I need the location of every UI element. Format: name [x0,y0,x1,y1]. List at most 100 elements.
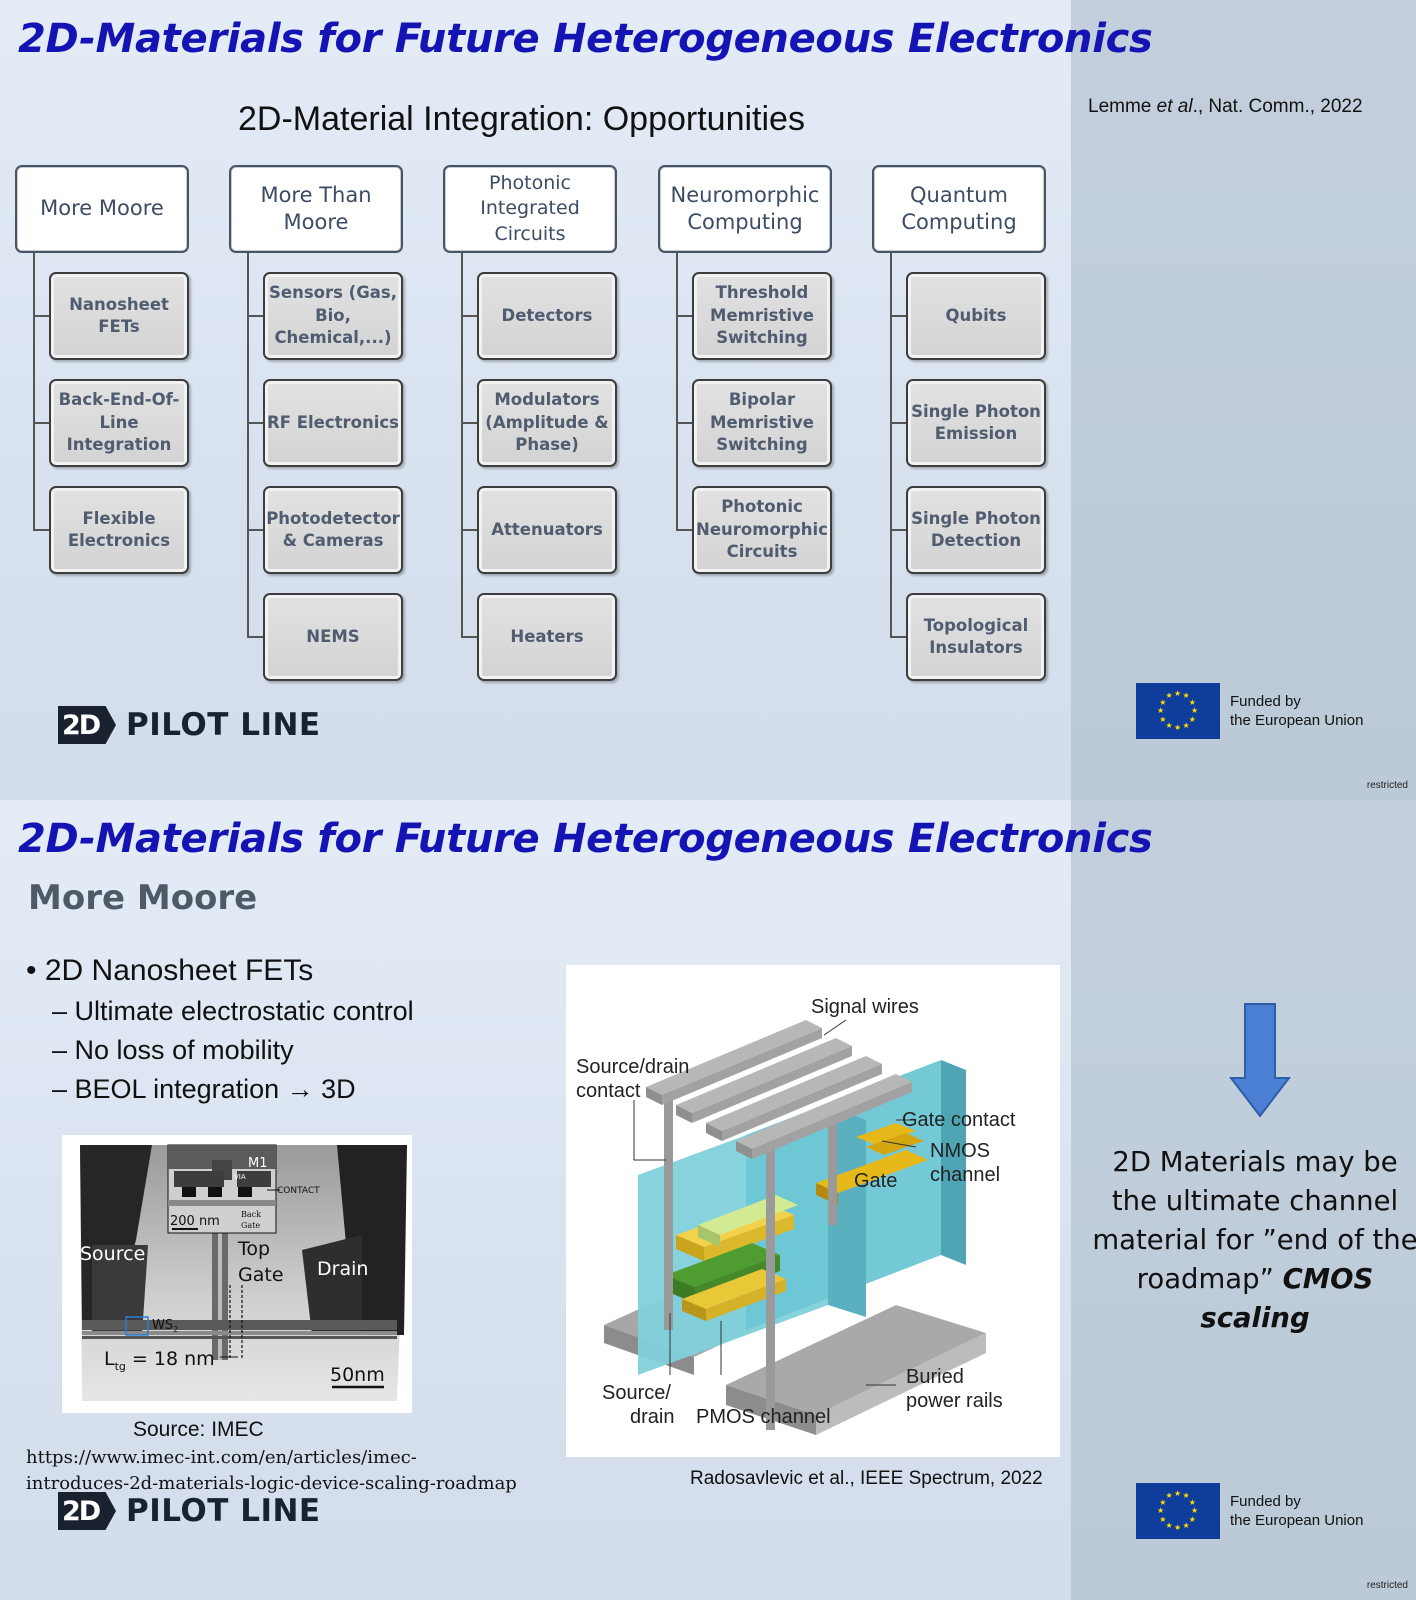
opportunity-item: Photonic Neuromorphic Circuits [692,486,832,574]
tem-inset-m1: M1 [248,1156,268,1171]
label-gate-contact: Gate contact [902,1109,1016,1131]
eu-star-icon: ★ [1191,706,1199,715]
logo-text: PILOT LINE [126,1493,321,1529]
tree-connector [247,253,249,638]
eu-star-icon: ★ [1159,697,1167,707]
imec-url-line1[interactable]: https://www.imec-int.com/en/articles/ime… [26,1447,417,1468]
tree-branch [890,422,908,424]
opportunity-item: NEMS [263,593,403,681]
tree-branch [461,529,479,531]
statement-emphasis: CMOS scaling [1200,1263,1374,1335]
column-heading: Neuromorphic Computing [658,165,832,253]
sub-bullet-text: No loss of mobility [74,1035,294,1065]
opportunity-item: Sensors (Gas, Bio, Chemical,...) [263,272,403,360]
eu-star-icon: ★ [1157,1506,1165,1515]
imec-url[interactable]: https://www.imec-int.com/en/articles/ime… [26,1445,517,1497]
eu-flag-icon: ★★★★★★★★★★★★ [1136,1483,1220,1539]
tem-inset-back: Back [241,1210,261,1219]
sub-bullet-text: Ultimate electrostatic control [74,996,414,1026]
tree-branch [890,315,908,317]
right-panel [1071,800,1416,1600]
opportunity-item: Threshold Memristive Switching [692,272,832,360]
statement-text: 2D Materials may be the ultimate channel… [1092,1146,1416,1296]
eu-star-icon: ★ [1182,691,1190,701]
tem-gate-label: Gate [238,1264,284,1286]
label-pmos: PMOS channel [696,1406,831,1428]
opportunity-item: Photodetector & Cameras [263,486,403,574]
bullet-main: • 2D Nanosheet FETs [26,954,314,987]
eu-line1: Funded by [1230,1492,1301,1510]
eu-star-icon: ★ [1174,1523,1182,1532]
label-nmos-2: channel [930,1164,1000,1186]
eu-star-icon: ★ [1188,697,1196,707]
eu-star-icon: ★ [1174,689,1182,698]
slide-title: 2D-Materials for Future Heterogeneous El… [18,816,1153,862]
slide-more-moore: 2D-Materials for Future Heterogeneous El… [0,800,1416,1600]
tem-inset-scale: 200 nm [170,1214,220,1229]
device-3d-figure: Signal wires Source/drain contact Gate c… [566,965,1060,1457]
tem-micrograph: M1 VIA CONTACT 200 nm Back Gate Source T… [62,1135,412,1413]
tree-branch [676,529,694,531]
eu-flag-icon: ★★★★★★★★★★★★ [1136,683,1220,739]
label-buried-1: Buried [906,1366,964,1388]
opportunity-item: Topological Insulators [906,593,1046,681]
bullet-list: • 2D Nanosheet FETs – Ultimate electrost… [26,954,414,1113]
tree-connector [676,253,678,531]
label-nmos-1: NMOS [930,1140,990,1162]
opportunity-item: Detectors [477,272,617,360]
tem-inset-via: VIA [234,1173,246,1181]
slide-opportunities: 2D-Materials for Future Heterogeneous El… [0,0,1416,800]
label-sd-contact-1: Source/drain [576,1056,689,1078]
reference: Lemme et al., Nat. Comm., 2022 [1088,96,1363,118]
device-3d-drawing: Signal wires Source/drain contact Gate c… [566,965,1060,1457]
restricted-label: restricted [1366,1580,1408,1591]
opportunity-item: Single Photon Detection [906,486,1046,574]
eu-star-icon: ★ [1182,1491,1190,1501]
opportunity-item: Qubits [906,272,1046,360]
tem-ltg-value: = 18 nm [126,1348,215,1370]
eu-star-icon: ★ [1188,1514,1196,1524]
logo-badge: 2D [58,1492,116,1530]
eu-line1: Funded by [1230,692,1301,710]
column-heading: Quantum Computing [872,165,1046,253]
tree-branch [247,636,265,638]
column-heading: More Than Moore [229,165,403,253]
opportunity-item: Attenuators [477,486,617,574]
sub-bullet: – No loss of mobility [52,1035,294,1065]
tem-ltg-l: L [104,1348,115,1370]
eu-star-icon: ★ [1159,1497,1167,1507]
label-gate: Gate [854,1170,897,1192]
slide-subtitle: 2D-Material Integration: Opportunities [238,100,805,138]
sub-bullet: – BEOL integration → 3D [52,1074,356,1104]
reference-etal: et al [1156,96,1193,117]
opportunity-item: Nanosheet FETs [49,272,189,360]
tem-ws2-text: WS [152,1318,173,1333]
tem-source-label: Source [80,1243,145,1265]
opportunity-item: RF Electronics [263,379,403,467]
eu-star-icon: ★ [1157,706,1165,715]
tree-branch [247,529,265,531]
eu-funding: ★★★★★★★★★★★★ Funded by the European Union [1136,1483,1363,1539]
tree-branch [890,636,908,638]
eu-star-icon: ★ [1174,723,1182,732]
logo-text: PILOT LINE [126,707,321,743]
eu-line2: the European Union [1230,1512,1364,1529]
bullet-main-text: 2D Nanosheet FETs [44,954,314,987]
opportunity-item: Bipolar Memristive Switching [692,379,832,467]
arrow-down-icon [1229,1003,1291,1118]
tree-connector [461,253,463,638]
slide-title: 2D-Materials for Future Heterogeneous El… [18,16,1153,62]
eu-star-icon: ★ [1165,691,1173,701]
eu-star-icon: ★ [1188,1497,1196,1507]
right-panel [1071,0,1416,800]
tem-ws2-label: WS2 [152,1318,178,1334]
tem-ltg-sub: tg [115,1360,126,1373]
imec-url-line2[interactable]: introduces-2d-materials-logic-device-sca… [26,1473,517,1495]
logo-badge: 2D [58,706,116,744]
sub-bullet: – Ultimate electrostatic control [52,996,414,1026]
eu-star-icon: ★ [1182,720,1190,730]
eu-star-icon: ★ [1191,1506,1199,1515]
conclusion-statement: 2D Materials may be the ultimate channel… [1090,1143,1416,1338]
sub-bullet-text: BEOL integration → 3D [74,1074,356,1104]
